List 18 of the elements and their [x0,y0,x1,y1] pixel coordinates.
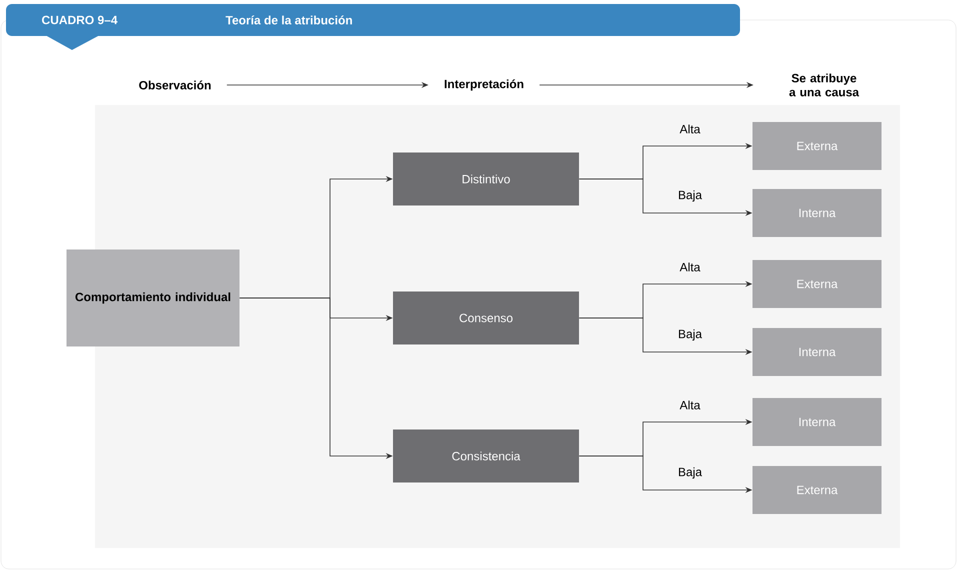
source-box: Comportamiento individual [66,250,240,346]
result-box: Externa [752,466,882,514]
result-box: Interna [752,398,882,446]
edge-label: Alta [678,262,702,272]
column-heading: Interpretación [444,79,524,91]
column-heading: Se atribuye a una causa [789,74,860,96]
process-box: Consenso [393,292,579,344]
result-box: Interna [752,328,882,376]
result-box: Interna [752,189,882,237]
result-box: Externa [752,260,882,308]
title: Teoría de la atribución [226,16,352,24]
result-box: Externa [752,122,882,170]
column-heading: Observación [139,80,211,90]
edge-label: Alta [678,124,702,134]
process-box: Distintivo [393,152,579,206]
figure-number: CUADRO 9–4 [42,16,118,24]
process-box: Consistencia [393,430,579,482]
edge-label: Alta [678,400,702,410]
